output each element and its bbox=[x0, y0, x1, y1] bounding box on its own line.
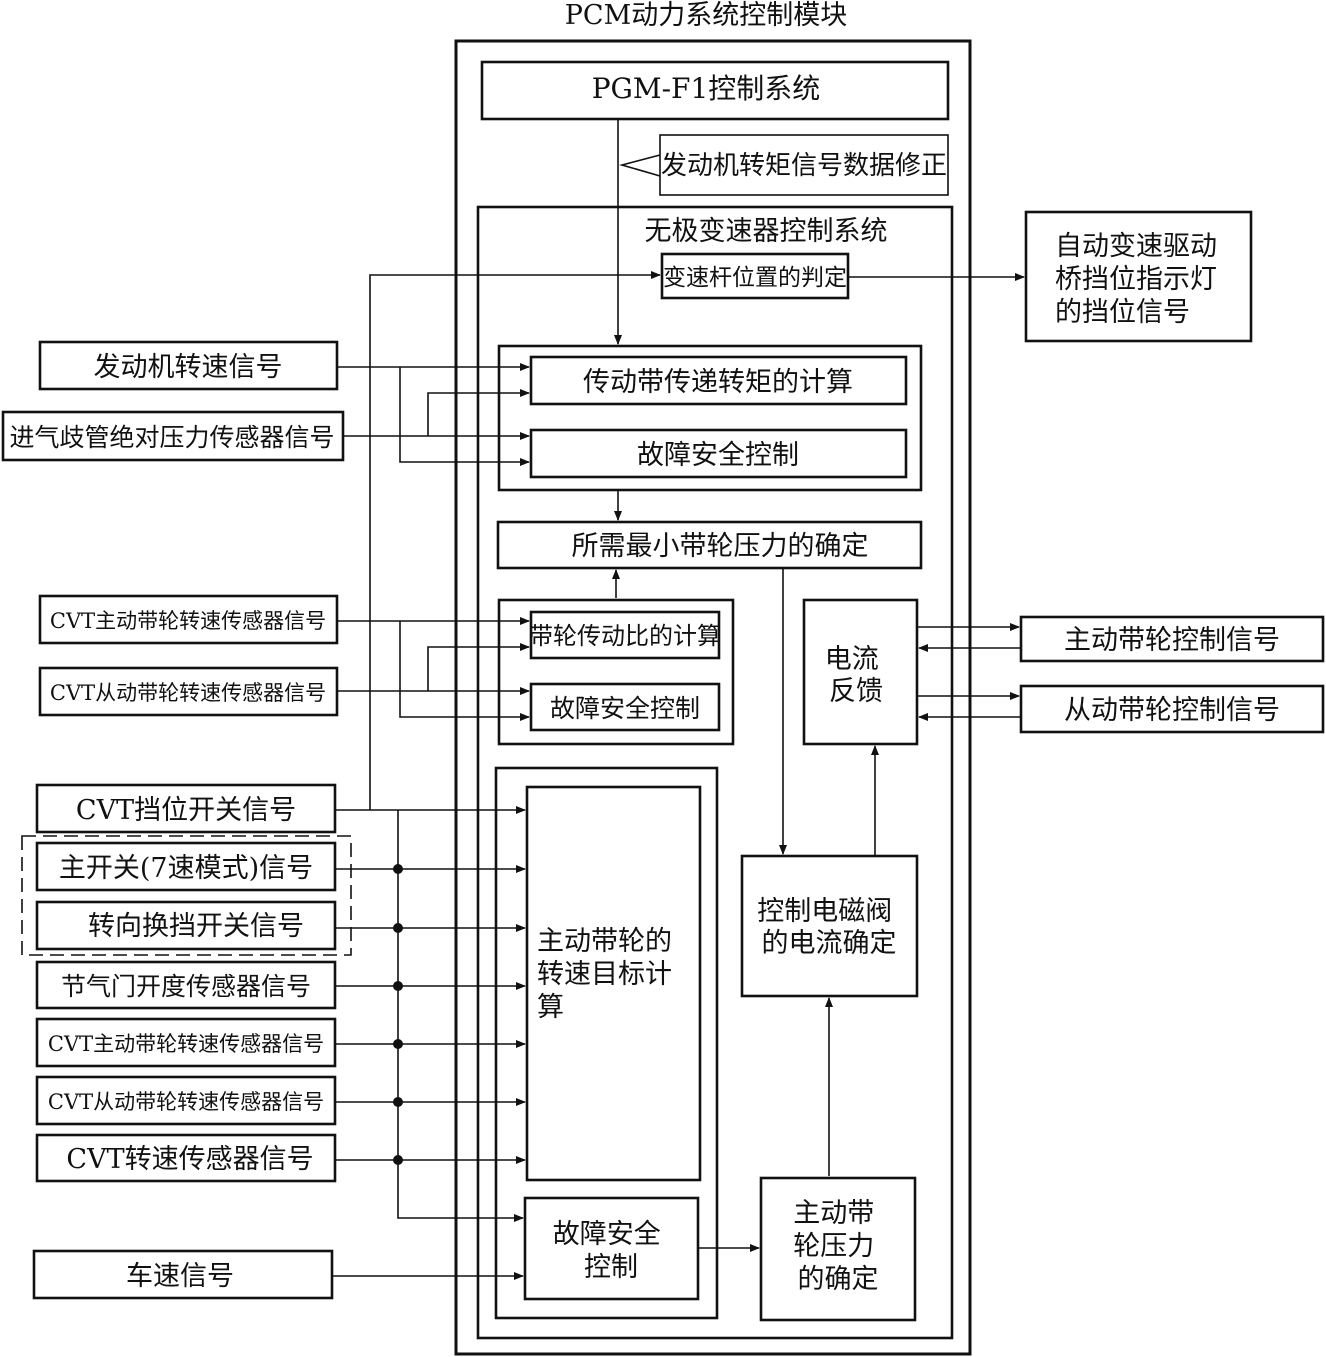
input-engine-speed-label: 发动机转速信号 bbox=[94, 352, 283, 383]
pgm-system-box bbox=[480, 60, 950, 121]
input-cvt-driven-speed-b-box bbox=[35, 1075, 337, 1126]
input-cvt-drive-speed-a-label: CVT主动带轮转速传感器信号 bbox=[50, 609, 326, 633]
diagram-title: PCM动力系统控制模块 bbox=[565, 0, 847, 31]
drive-target-line-1: 主动带轮的 bbox=[537, 926, 672, 957]
drive-target-label: 主动带轮的 转速目标计 算 bbox=[537, 926, 681, 1023]
solenoid-current-line-2: 的电流确定 bbox=[762, 928, 897, 959]
input-cvt-drive-speed-a-box bbox=[38, 594, 339, 645]
input-steering-shift-box bbox=[35, 900, 337, 951]
input-steering-shift-label: 转向换挡开关信号 bbox=[88, 911, 304, 942]
ratio-calc-label: 带轮传动比的计算 bbox=[529, 622, 721, 650]
current-feedback-box bbox=[802, 598, 919, 746]
junction-dot bbox=[393, 864, 403, 874]
junction-dot bbox=[393, 1039, 403, 1049]
drive-pressure-box bbox=[759, 1176, 917, 1322]
solenoid-current-line-1: 控制电磁阀 bbox=[757, 896, 892, 927]
min-pulley-pressure-label: 所需最小带轮压力的确定 bbox=[572, 531, 869, 562]
wire-range-to-lever bbox=[369, 271, 661, 810]
lever-judgement-box bbox=[660, 252, 850, 300]
torque-correction-box bbox=[659, 134, 949, 196]
indicator-line-3: 的挡位信号 bbox=[1055, 297, 1190, 328]
indicator-output-box bbox=[1024, 210, 1253, 343]
drive-pressure-line-1: 主动带 bbox=[793, 1198, 874, 1229]
lever-judgement-label: 变速杆位置的判定 bbox=[663, 265, 847, 291]
junction-dot bbox=[393, 1155, 403, 1165]
junction-dot bbox=[393, 1097, 403, 1107]
failsafe-box-2 bbox=[529, 682, 721, 732]
input-vehicle-speed-label: 车速信号 bbox=[126, 1261, 234, 1292]
current-feedback-label: 电流 反馈 bbox=[825, 644, 888, 707]
ratio-calc-group bbox=[497, 598, 735, 746]
solenoid-current-box bbox=[740, 854, 919, 998]
driven-pulley-control-label: 从动带轮控制信号 bbox=[1064, 695, 1280, 726]
input-cvt-speed-label: CVT转速传感器信号 bbox=[66, 1144, 313, 1175]
failsafe-label-2: 故障安全控制 bbox=[550, 694, 700, 723]
drive-pressure-line-3: 的确定 bbox=[798, 1264, 879, 1295]
current-feedback-line-2: 反馈 bbox=[829, 676, 883, 707]
failsafe-label-1: 故障安全控制 bbox=[637, 440, 799, 471]
torque-correction-label: 发动机转矩信号数据修正 bbox=[661, 151, 947, 181]
connector-lines bbox=[332, 119, 1025, 1280]
drive-pulley-control-box bbox=[1019, 615, 1325, 663]
mode-switch-dashed-group bbox=[21, 835, 352, 956]
failsafe-box-1 bbox=[529, 428, 908, 479]
wire-map-branch bbox=[427, 389, 530, 436]
pgm-system-label: PGM-F1控制系统 bbox=[592, 72, 821, 105]
input-cvt-driven-speed-a-label: CVT从动带轮转速传感器信号 bbox=[50, 681, 326, 705]
wire-bus-vertical bbox=[397, 810, 524, 1222]
drive-target-box bbox=[525, 785, 702, 1182]
input-engine-speed-box bbox=[38, 340, 339, 391]
indicator-output-label: 自动变速驱动 桥挡位指示灯 的挡位信号 bbox=[1055, 231, 1226, 328]
input-cvt-range-switch-label: CVT挡位开关信号 bbox=[76, 795, 296, 826]
input-vehicle-speed-box bbox=[32, 1249, 334, 1300]
drive-pressure-line-2: 轮压力 bbox=[793, 1231, 874, 1262]
drive-pressure-label: 主动带 轮压力 的确定 bbox=[793, 1198, 883, 1295]
wire-correction-callout bbox=[618, 154, 661, 177]
input-throttle-box bbox=[35, 960, 337, 1010]
solenoid-current-label: 控制电磁阀 的电流确定 bbox=[757, 896, 901, 959]
belt-torque-calc-label: 传动带传递转矩的计算 bbox=[583, 367, 853, 398]
cvt-system-label: 无极变速器控制系统 bbox=[645, 216, 888, 247]
input-cvt-drive-speed-b-box bbox=[35, 1017, 337, 1068]
indicator-line-1: 自动变速驱动 bbox=[1055, 231, 1217, 262]
input-main-switch-label: 主开关(7速模式)信号 bbox=[59, 853, 313, 884]
wire-drive-speed-a-branch bbox=[399, 621, 530, 721]
driven-pulley-control-box bbox=[1019, 684, 1325, 734]
wire-driven-speed-a-branch bbox=[427, 643, 530, 691]
current-feedback-line-1: 电流 bbox=[825, 644, 879, 675]
min-pulley-pressure-box bbox=[496, 520, 923, 570]
pcm-module-frame bbox=[454, 39, 972, 1356]
drive-pulley-control-label: 主动带轮控制信号 bbox=[1064, 625, 1280, 656]
input-cvt-range-switch-box bbox=[35, 783, 337, 834]
ratio-calc-box bbox=[529, 610, 721, 660]
failsafe-3-line-2: 控制 bbox=[584, 1252, 638, 1283]
cvt-control-frame bbox=[476, 205, 954, 1340]
failsafe-3-line-1: 故障安全 bbox=[553, 1219, 661, 1250]
input-cvt-speed-box bbox=[35, 1133, 337, 1183]
input-map-sensor-label: 进气歧管绝对压力传感器信号 bbox=[9, 423, 334, 452]
target-calc-group bbox=[494, 766, 719, 1320]
junction-dot bbox=[393, 981, 403, 991]
input-main-switch-box bbox=[35, 841, 337, 892]
input-cvt-drive-speed-b-label: CVT主动带轮转速传感器信号 bbox=[48, 1032, 324, 1056]
belt-torque-calc-box bbox=[529, 355, 908, 406]
junction-dot bbox=[393, 923, 403, 933]
torque-calc-group bbox=[497, 344, 923, 492]
input-throttle-label: 节气门开度传感器信号 bbox=[61, 972, 311, 1001]
drive-target-line-3: 算 bbox=[537, 992, 564, 1023]
wire-engine-speed-branch bbox=[399, 367, 530, 466]
failsafe-label-3: 故障安全 控制 bbox=[553, 1219, 670, 1283]
indicator-line-2: 桥挡位指示灯 bbox=[1055, 264, 1217, 295]
drive-target-line-2: 转速目标计 bbox=[537, 959, 672, 990]
input-cvt-driven-speed-b-label: CVT从动带轮转速传感器信号 bbox=[48, 1090, 324, 1114]
